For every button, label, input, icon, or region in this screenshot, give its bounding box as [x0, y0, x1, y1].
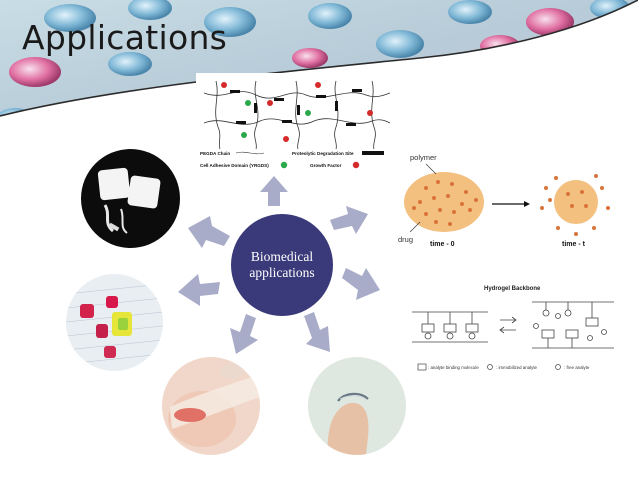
arrow-left — [178, 274, 220, 306]
hydrogel-backbone-label: Hydrogel Backbone — [484, 286, 541, 292]
legend-analyte-binding: : analyte binding molecule — [428, 365, 479, 370]
arrow-lower-left — [230, 314, 258, 354]
arrow-right — [342, 268, 380, 300]
gel-cubes-photo — [66, 274, 163, 371]
hub-line-2: applications — [249, 265, 315, 280]
biomedical-applications-hub: Biomedical applications — [231, 214, 333, 316]
hub-line-1: Biomedical — [250, 249, 314, 264]
drug-label: drug — [398, 235, 413, 244]
network-diagram: PEGDA Chain Proteolytic Degradation Site… — [200, 80, 391, 169]
wound-dressing-photo — [162, 357, 260, 455]
time-t-label: time - t — [562, 241, 586, 248]
electrode-pads-photo — [81, 149, 180, 248]
hydrogel-sensor-figure: Hydrogel Backbone : analyte binding mole… — [408, 280, 624, 390]
legend-immobilized: : immobilized analyte — [496, 365, 538, 370]
polymer-label: polymer — [410, 153, 437, 162]
hydrogel-network-figure: PEGDA Chain Proteolytic Degradation Site… — [196, 73, 394, 173]
legend-cell-adhesive: Cell Adhesive Domain (YRGDS) — [200, 163, 269, 168]
arrow-upper-right — [330, 206, 368, 234]
arrow-upper-left — [188, 216, 230, 248]
legend-proteolytic-site: Proteolytic Degradation Site — [292, 151, 354, 156]
header-banner — [0, 0, 638, 140]
legend-free: : free analyte — [564, 365, 590, 370]
time-0-label: time - 0 — [430, 241, 455, 248]
legend-growth-factor: Growth Factor — [310, 163, 342, 168]
contact-lens-photo — [308, 357, 406, 455]
arrow-lower-right — [304, 312, 330, 352]
drug-release-figure: polymer drug time - 0 time - t — [396, 148, 624, 248]
arrow-up — [260, 176, 288, 206]
legend-pegda-chain: PEGDA Chain — [200, 151, 230, 156]
slide-title: Applications — [22, 18, 228, 57]
